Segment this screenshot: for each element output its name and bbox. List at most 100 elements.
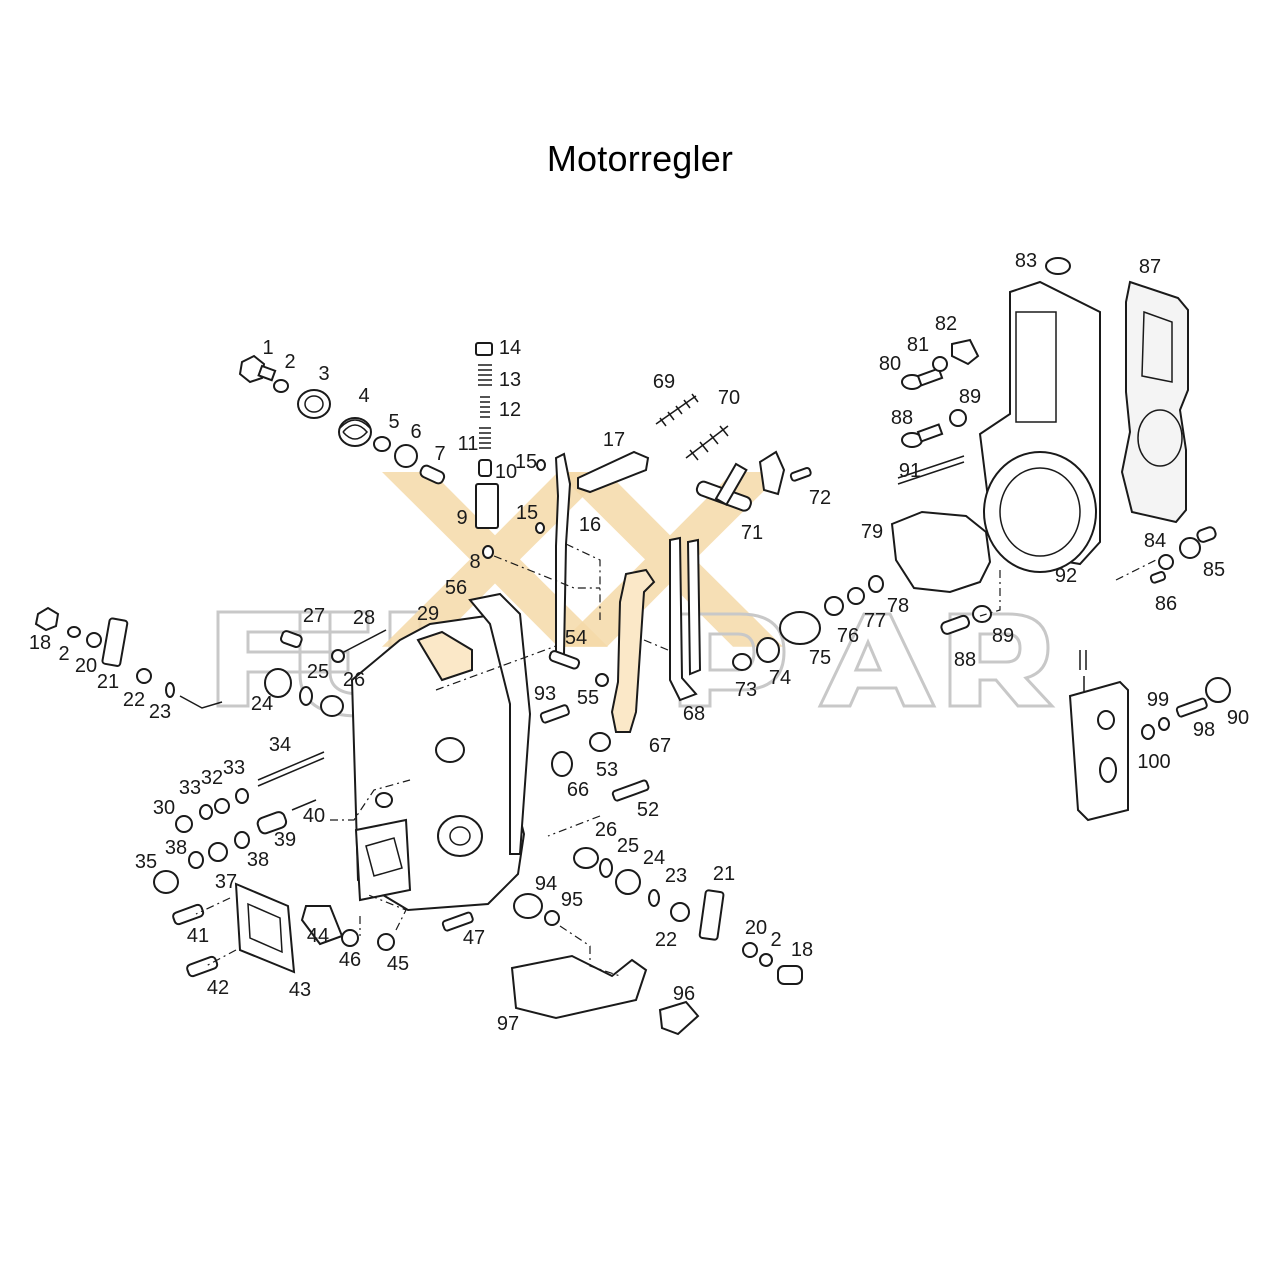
part-label-53: 53 [595,759,619,781]
part-label-92: 92 [1054,565,1078,587]
part-label-17: 17 [602,429,626,451]
part-label-46: 46 [338,949,362,971]
part-label-14: 14 [498,337,522,359]
part-label-77: 77 [863,610,887,632]
lever-68-67 [610,536,702,733]
part-label-22a: 22 [122,689,146,711]
part-label-41: 41 [186,925,210,947]
diagram-title: Motorregler [546,138,734,179]
part-label-33a: 33 [178,777,202,799]
part-label-24b: 24 [642,847,666,869]
part-label-89a: 89 [958,386,982,408]
part-label-15a: 15 [514,451,538,473]
lower-left-group [153,751,474,978]
part-label-1: 1 [262,337,274,359]
part-label-47: 47 [462,927,486,949]
part-label-95: 95 [560,889,584,911]
part-label-67: 67 [648,735,672,757]
part-label-10: 10 [494,461,518,483]
part-label-44: 44 [306,925,330,947]
part-label-27: 27 [302,605,326,627]
part-label-84: 84 [1143,530,1167,552]
part-label-28: 28 [352,607,376,629]
part-label-52: 52 [636,799,660,821]
part-label-99: 99 [1146,689,1170,711]
part-label-90: 90 [1226,707,1250,729]
part-label-12: 12 [498,399,522,421]
springs-69-70 [655,393,812,512]
part-label-73: 73 [734,679,758,701]
part-label-80: 80 [878,353,902,375]
assembly-guide-lines [195,543,1157,977]
part-label-98: 98 [1192,719,1216,741]
part-label-66: 66 [566,779,590,801]
part-label-55: 55 [576,687,600,709]
part-label-93: 93 [533,683,557,705]
part-label-6: 6 [410,421,422,443]
governor-housing [350,592,532,912]
washers-73-78 [732,575,992,671]
part-label-21a: 21 [96,671,120,693]
part-label-96: 96 [672,983,696,1005]
part-label-20a: 20 [74,655,98,677]
part-label-3: 3 [318,363,330,385]
part-label-72: 72 [808,487,832,509]
part-label-34: 34 [268,734,292,756]
part-label-39: 39 [273,829,297,851]
middle-small-parts [539,650,650,802]
part-label-81: 81 [906,334,930,356]
part-label-37: 37 [214,871,238,893]
part-label-9: 9 [456,507,468,529]
part-label-2a: 2 [284,351,296,373]
part-label-78: 78 [886,595,910,617]
part-label-25b: 25 [616,835,640,857]
part-label-75: 75 [808,647,832,669]
part-label-18b: 18 [790,939,814,961]
lower-right-group [510,847,803,1036]
part-label-35: 35 [134,851,158,873]
part-label-21b: 21 [712,863,736,885]
flyweight-body-79 [890,338,992,594]
part-label-54: 54 [564,627,588,649]
part-label-43: 43 [288,979,312,1001]
part-label-16: 16 [578,514,602,536]
part-label-100: 100 [1137,751,1171,773]
part-label-88a: 88 [890,407,914,429]
part-label-38a: 38 [164,837,188,859]
part-label-30: 30 [152,797,176,819]
right-plate-group [1068,650,1231,822]
part-label-56: 56 [444,577,468,599]
part-label-5: 5 [388,411,400,433]
parts-84-86 [1149,526,1217,584]
part-label-20b: 20 [744,917,768,939]
part-label-85: 85 [1202,559,1226,581]
part-label-76: 76 [836,625,860,647]
part-label-40: 40 [302,805,326,827]
adjust-screw-group [238,354,446,485]
part-label-4: 4 [358,385,370,407]
part-label-82: 82 [934,313,958,335]
part-label-22b: 22 [654,929,678,951]
part-label-71: 71 [740,522,764,544]
part-label-74: 74 [768,667,792,689]
part-label-33b: 33 [222,757,246,779]
part-label-8: 8 [469,551,481,573]
part-label-70: 70 [717,387,741,409]
part-label-88b: 88 [953,649,977,671]
part-label-2c: 2 [770,929,782,951]
cover-housing-92 [978,257,1189,573]
part-label-7: 7 [434,443,446,465]
part-label-26b: 26 [594,819,618,841]
part-label-79: 79 [860,521,884,543]
part-label-83: 83 [1014,250,1038,272]
part-label-23b: 23 [664,865,688,887]
part-label-15b: 15 [515,502,539,524]
part-label-68: 68 [682,703,706,725]
part-label-29: 29 [416,603,440,625]
part-label-42: 42 [206,977,230,999]
part-label-38b: 38 [246,849,270,871]
part-label-25a: 25 [306,661,330,683]
lever-16-17 [535,450,650,658]
part-label-91: 91 [898,460,922,482]
